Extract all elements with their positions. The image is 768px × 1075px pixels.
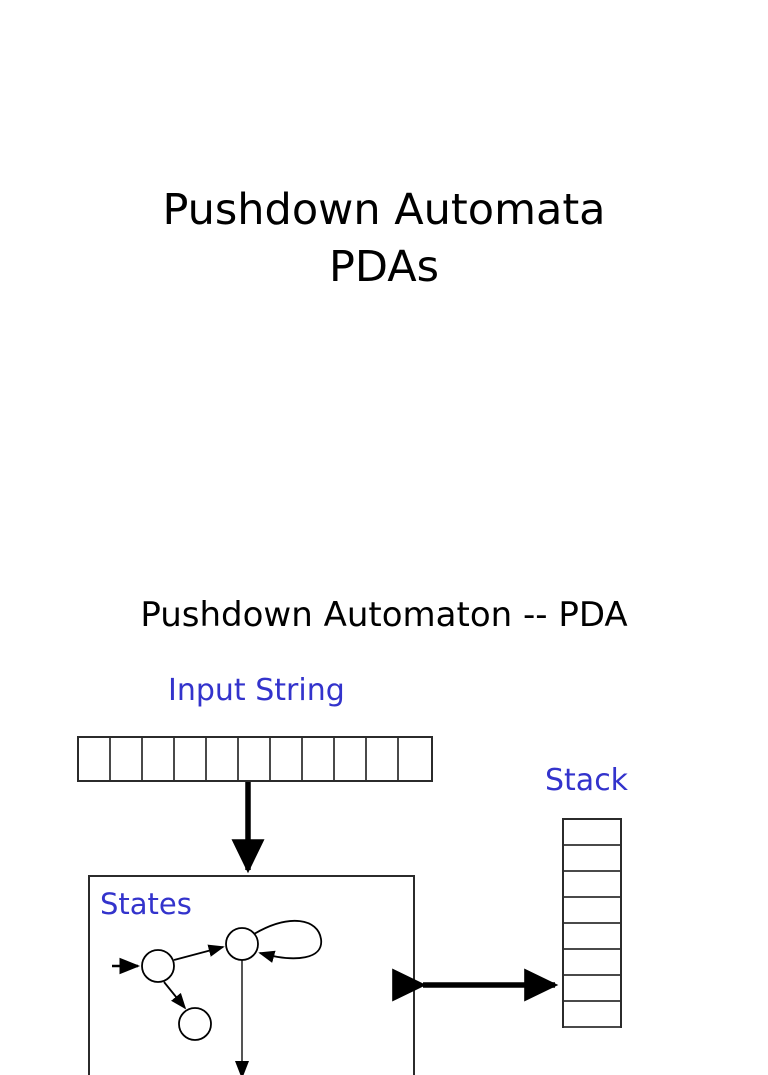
state-transition-diagram bbox=[112, 920, 322, 1075]
stack-cell bbox=[564, 1002, 620, 1028]
tape-cell bbox=[367, 738, 399, 780]
stack-column bbox=[562, 818, 622, 1028]
stack-cell bbox=[564, 950, 620, 976]
input-tape bbox=[77, 736, 433, 782]
state-circle-q1 bbox=[225, 927, 259, 961]
stack-cell bbox=[564, 872, 620, 898]
title-line-2: PDAs bbox=[328, 242, 440, 292]
section-heading: Pushdown Automaton -- PDA bbox=[140, 595, 628, 635]
tape-cell bbox=[399, 738, 431, 780]
stack-cell bbox=[564, 976, 620, 1002]
state-circle-q0 bbox=[141, 949, 175, 983]
state-circle-q2 bbox=[178, 1007, 212, 1041]
slide-canvas: Pushdown Automata PDAs Pushdown Automato… bbox=[0, 182, 768, 1075]
tape-cell bbox=[271, 738, 303, 780]
title-line-1: Pushdown Automata bbox=[162, 185, 606, 235]
states-label: States bbox=[100, 887, 192, 921]
page-title: Pushdown Automata PDAs bbox=[0, 182, 768, 296]
transition-q0-q2 bbox=[163, 981, 187, 1010]
states-box: States bbox=[88, 875, 415, 1075]
stack-cell bbox=[564, 898, 620, 924]
connector-layer bbox=[231, 782, 559, 1002]
stack-cell bbox=[564, 846, 620, 872]
tape-cell bbox=[303, 738, 335, 780]
tape-cell bbox=[79, 738, 111, 780]
tape-cell bbox=[207, 738, 239, 780]
stack-cell bbox=[564, 924, 620, 950]
tape-cell bbox=[111, 738, 143, 780]
stack-label: Stack bbox=[545, 763, 629, 798]
stack-cell bbox=[564, 820, 620, 846]
tape-cell bbox=[239, 738, 271, 780]
tape-cell bbox=[143, 738, 175, 780]
tape-cell bbox=[335, 738, 367, 780]
tape-cell bbox=[175, 738, 207, 780]
transition-q0-q1 bbox=[173, 944, 225, 961]
self-loop-q1 bbox=[253, 920, 322, 963]
input-string-label: Input String bbox=[168, 673, 345, 708]
